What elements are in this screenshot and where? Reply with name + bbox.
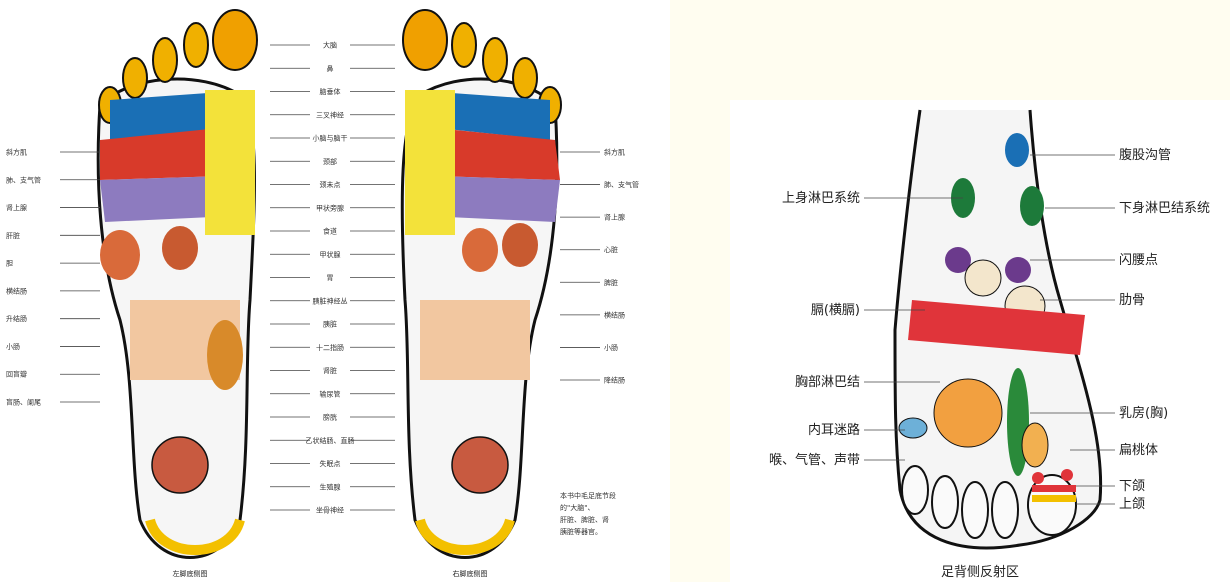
dorsal-left-label: 内耳迷路	[808, 422, 860, 438]
left-big-toe	[213, 10, 257, 70]
right-spine-zone	[405, 90, 455, 235]
groin-zone	[1005, 133, 1029, 167]
right-big-toe	[403, 10, 447, 70]
lower-jaw-zone	[1032, 485, 1076, 492]
center-label: 三叉神经	[316, 110, 344, 119]
chest-lymph-zone	[934, 379, 1002, 447]
right-side-label: 心脏	[604, 245, 618, 254]
lumbar-point-right	[1005, 257, 1031, 283]
dorsal-toe-3	[962, 482, 988, 538]
dorsal-right-label: 腹股沟管	[1119, 147, 1171, 163]
sole-reflex-chart: 大脑鼻脑垂体三叉神经小脑与脑干颈部颈未点甲状旁腺食道甲状腺胃胰脏神经丛胰脏十二指…	[0, 0, 670, 582]
dorsal-toe-2	[992, 482, 1018, 538]
left-side-label: 小肠	[6, 342, 20, 351]
right-side-label: 肺、支气管	[604, 180, 639, 189]
left-side-label: 回盲瓣	[6, 370, 27, 379]
right-intestine-zone	[420, 300, 530, 380]
center-label: 颈未点	[320, 180, 341, 189]
center-label: 胰脏神经丛	[313, 296, 348, 305]
center-label: 输尿管	[320, 389, 341, 398]
dorsal-left-label: 喉、气管、声带	[769, 452, 860, 468]
right-toe-2	[452, 23, 476, 67]
center-label: 食道	[323, 227, 337, 236]
dorsal-left-label: 膈(横膈)	[811, 303, 860, 318]
left-side-label: 胆	[6, 260, 13, 268]
right-side-label: 斜方肌	[604, 148, 625, 157]
left-side-label: 肾上腺	[6, 203, 27, 212]
right-toe-4	[513, 58, 537, 98]
center-label: 十二指肠	[316, 343, 344, 352]
left-side-label: 升结肠	[6, 314, 27, 323]
center-label: 胃	[327, 274, 334, 282]
dorsal-right-label: 闪腰点	[1119, 253, 1158, 268]
left-side-label: 肺、支气管	[6, 175, 41, 184]
center-label: 小脑与脑干	[313, 134, 348, 143]
dorsal-right-label: 扁桃体	[1119, 443, 1158, 458]
center-label: 乙状结肠、直肠	[306, 436, 355, 445]
center-label: 胰脏	[323, 320, 337, 329]
right-side-label: 脾脏	[604, 278, 618, 287]
center-label: 生殖腺	[320, 482, 341, 491]
note-line-3: 肝脏、脾脏、肾	[560, 515, 609, 524]
left-side-label: 盲肠、阑尾	[6, 398, 41, 407]
dorsal-right-label: 下身淋巴结系统	[1119, 200, 1210, 216]
left-side-label: 横结肠	[6, 286, 27, 295]
inner-ear-zone	[899, 418, 927, 438]
left-stomach-zone	[162, 226, 198, 270]
left-spine-zone	[205, 90, 255, 235]
upper-jaw-zone	[1032, 495, 1076, 502]
tonsil-right	[1061, 469, 1073, 481]
center-label: 甲状腺	[320, 250, 341, 259]
center-label: 坐骨神经	[316, 506, 344, 515]
right-heart-zone	[502, 223, 538, 267]
dorsal-right-label: 下颌	[1119, 479, 1145, 494]
dorsal-right-label: 肋骨	[1119, 293, 1145, 308]
note-line-1: 本书中毛足底节段	[560, 491, 616, 500]
left-bladder-zone	[207, 320, 243, 390]
dorsal-right-label: 乳房(胸)	[1119, 405, 1168, 421]
left-side-label: 肝脏	[6, 231, 20, 240]
dorsal-toe-5	[902, 466, 928, 514]
right-side-label: 肾上腺	[604, 213, 625, 222]
right-heel-zone	[452, 437, 508, 493]
lower-lymph-zone	[1020, 186, 1044, 226]
left-sole-caption: 左脚底侧图	[173, 569, 208, 578]
dorsal-left-label: 胸部淋巴结	[795, 375, 860, 390]
center-label: 脑垂体	[320, 87, 341, 96]
left-toe-4	[123, 58, 147, 98]
center-label: 失眠点	[320, 459, 341, 468]
left-heel-zone	[152, 437, 208, 493]
center-label: 肾脏	[323, 366, 337, 375]
right-side-label: 降结肠	[604, 376, 625, 385]
right-toe-3	[483, 38, 507, 82]
center-label: 鼻	[327, 64, 334, 73]
right-side-label: 小肠	[604, 343, 618, 352]
center-label: 甲状旁腺	[316, 203, 344, 212]
center-label: 大脑	[323, 41, 337, 50]
left-side-label: 斜方肌	[6, 148, 27, 157]
right-side-label: 横结肠	[604, 310, 625, 319]
left-liver-zone	[100, 230, 140, 280]
right-sole-caption: 右脚底侧图	[453, 569, 488, 578]
dorsal-toe-4	[932, 476, 958, 528]
right-stomach-zone	[462, 228, 498, 272]
throat-zone	[1022, 423, 1048, 467]
dorsal-caption: 足背侧反射区	[941, 564, 1019, 580]
note-line-2: 的"大脑"、	[560, 503, 594, 512]
tonsil-left	[1032, 472, 1044, 484]
dorsal-left-label: 上身淋巴系统	[782, 190, 860, 206]
left-toe-3	[153, 38, 177, 82]
dorsal-right-label: 上颌	[1119, 497, 1145, 512]
note-line-4: 胰脏等器官。	[560, 527, 602, 536]
left-toe-2	[184, 23, 208, 67]
center-label: 颈部	[323, 157, 337, 166]
center-label: 膀胱	[323, 413, 337, 422]
dorsal-big-toe	[1028, 475, 1076, 535]
rib-zone-left	[965, 260, 1001, 296]
